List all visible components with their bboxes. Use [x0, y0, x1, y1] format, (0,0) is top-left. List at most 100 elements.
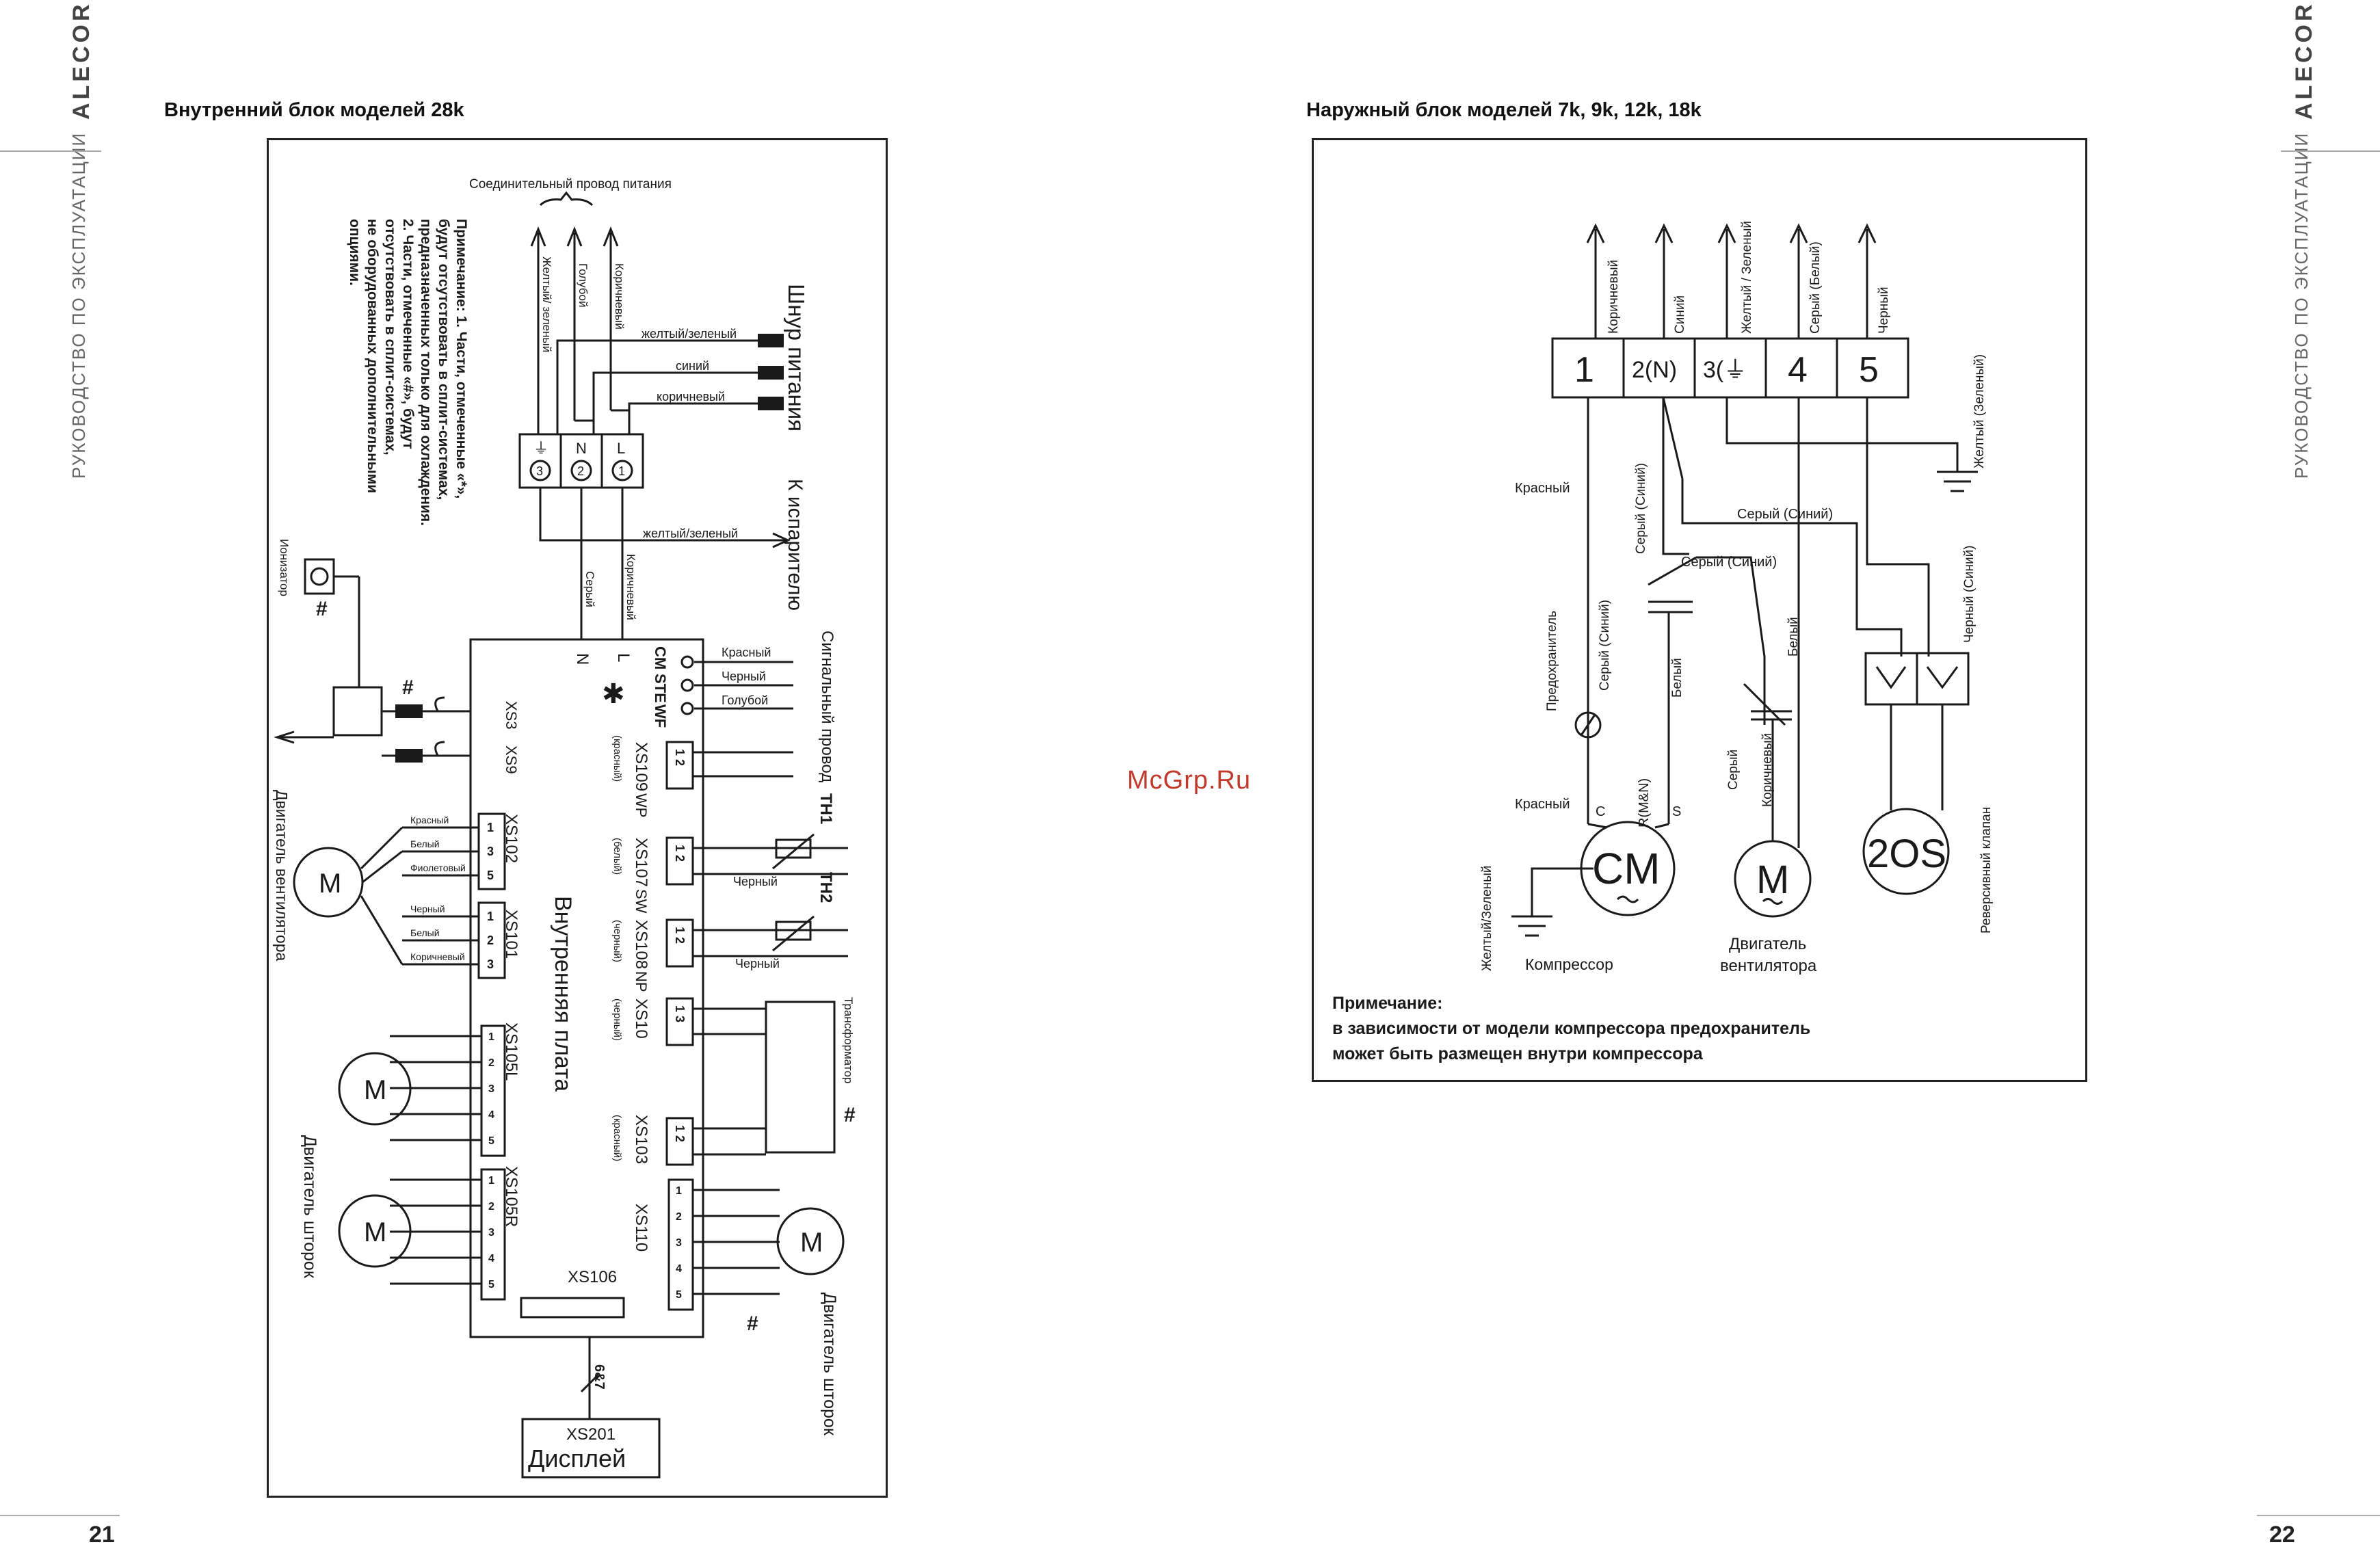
rule-right-bottom [2257, 1515, 2380, 1516]
note-line-1: Примечание: 1. Части, отмеченные «*», [453, 219, 469, 499]
louver-motor-label-right: Двигатель шторок [820, 1293, 839, 1436]
cord-title: Шнур питания [784, 284, 809, 432]
reverse-valve-label: Реверсивный клапан [1979, 807, 1994, 934]
left-page-title: Внутренний блок моделей 28k [164, 99, 464, 121]
xs105l-pin-4: 4 [488, 1109, 494, 1121]
transformer-label: Трансформатор [842, 997, 855, 1083]
note-line-2: будут отсутствовать в сплит-системах, [436, 219, 451, 500]
fan-motor-label-2: вентилятора [1720, 957, 1817, 975]
signal-wire-black: Черный [722, 670, 766, 683]
xs101-pin-3: 3 [487, 957, 494, 971]
compressor-symbol: CM [1592, 844, 1661, 893]
xs103-label: XS103 [632, 1115, 650, 1164]
xs108-color: (черный) [611, 920, 623, 962]
terminal-5: 5 [1859, 350, 1879, 390]
ionizer-label: Ионизатор [278, 539, 291, 596]
rule-right [2281, 150, 2380, 152]
terminal-1: 1 [1574, 350, 1594, 390]
signal-pin-wf: WF [652, 704, 669, 728]
outdoor-note-line-2: может быть размещен внутри компрессора [1332, 1044, 1704, 1063]
xs103-pins: 1 2 [673, 1125, 687, 1142]
evaporator-wire: желтый/зеленый [643, 527, 738, 540]
wire-gray-white: Серый (Белый) [1808, 241, 1823, 334]
xs108-code: NP [633, 971, 650, 992]
terminal-num-3: 3 [536, 464, 543, 478]
xs101-pin-2: 2 [487, 934, 494, 947]
transformer-hash: # [844, 1104, 856, 1126]
signal-star: ✱ [602, 679, 625, 709]
louver-motor-3-letter: M [800, 1228, 823, 1258]
fuse-wire-label: Серый (Синий) [1598, 600, 1612, 691]
xs105r-pin-4: 4 [488, 1253, 494, 1265]
right-diagram-frame [1312, 138, 2087, 1082]
signal-title: Сигнальный провод [818, 631, 836, 782]
xs9-label: XS9 [503, 745, 520, 774]
terminal-num-2: 2 [577, 464, 584, 478]
xs107-color: (белый) [611, 838, 623, 875]
note-line-7: опциями. [347, 219, 362, 286]
board-title: Внутренняя плата [550, 896, 576, 1091]
xs102-wire-red: Красный [410, 815, 449, 825]
terminal-l: L [617, 440, 625, 457]
pin-c: C [1596, 804, 1605, 819]
xs110-pin-4: 4 [676, 1263, 682, 1275]
xs10-color: (черный) [611, 998, 623, 1041]
xs109-pins: 1 2 [673, 749, 687, 766]
board-wire-gray: Серый [583, 571, 596, 607]
xs101-pin-1: 1 [487, 910, 494, 923]
ground-wire-label: Желтый (Зеленый) [1972, 354, 1987, 468]
rule-left-bottom [0, 1515, 120, 1516]
signal-pin-ste: STE [652, 674, 669, 703]
gray-wire-label-3: Серый [1726, 750, 1741, 790]
xs110-label: XS110 [632, 1204, 650, 1252]
xs101-wire-white: Белый [410, 927, 440, 938]
brown-wire-label: Коричневый [1760, 733, 1775, 807]
louver-motor-r-letter: M [364, 1217, 386, 1247]
fan-motor-label-1: Двигатель [1729, 935, 1806, 953]
xs105l-pin-1: 1 [488, 1031, 494, 1043]
fan-motor-letter: M [319, 869, 341, 899]
xs105l-pin-3: 3 [488, 1083, 494, 1095]
xs102-pin-5: 5 [487, 869, 494, 882]
xs110-pin-5: 5 [676, 1289, 682, 1301]
terminal-2: 2(N) [1632, 357, 1677, 383]
pin-s: S [1672, 804, 1681, 819]
note-line-6: не оборудованных дополнительными [365, 219, 380, 493]
sensor-wire-1: Черный [733, 875, 778, 888]
rule-left [0, 150, 101, 152]
signal-pin-cm: CM [652, 646, 669, 670]
board-wire-brown: Коричневый [624, 554, 637, 620]
left-diagram-frame [267, 138, 888, 1498]
xs105l-pin-5: 5 [488, 1135, 494, 1147]
page-number-right: 22 [2269, 1522, 2295, 1548]
fan-motor-symbol: M [1756, 858, 1789, 902]
sensor-th1: TH1 [817, 793, 835, 824]
right-page-title: Наружный блок моделей 7k, 9k, 12k, 18k [1306, 99, 1702, 121]
to-evaporator: К испарителю [784, 479, 806, 611]
xs105r-pin-3: 3 [488, 1227, 494, 1239]
xs107-code: SW [633, 889, 650, 914]
display-label: Дисплей [528, 1444, 626, 1472]
gray-blue-label-1: Серый (Синий) [1634, 463, 1648, 554]
xs105l-label: XS105L [502, 1022, 520, 1081]
cord-wire-brown: коричневый [657, 390, 725, 403]
cord-wire-blue: синий [676, 359, 709, 373]
xs3-hash: # [402, 676, 414, 699]
note-line-3: предназначенных только для охлаждения. [418, 219, 434, 526]
xs105r-pin-1: 1 [488, 1175, 494, 1187]
xs109-label: XS109 [632, 742, 650, 791]
board-input-l: L [614, 653, 633, 662]
note-line-5: отсутствовать в сплит-системах, [382, 219, 398, 455]
sensor-wire-2: Черный [735, 957, 780, 970]
xs3-label: XS3 [503, 701, 520, 730]
louver-motor-label-left: Двигатель шторок [300, 1135, 319, 1279]
red-wire-label-2: Красный [1515, 797, 1570, 812]
xs108-pins: 1 2 [673, 927, 687, 944]
supply-wire-brown: Коричневый [613, 263, 626, 330]
note-line-4: 2. Части, отмеченные «#», будут [400, 219, 416, 449]
xs110-pin-3: 3 [676, 1237, 682, 1249]
display-code: XS201 [566, 1425, 616, 1444]
gray-blue-label-3: Серый (Синий) [1681, 555, 1777, 570]
